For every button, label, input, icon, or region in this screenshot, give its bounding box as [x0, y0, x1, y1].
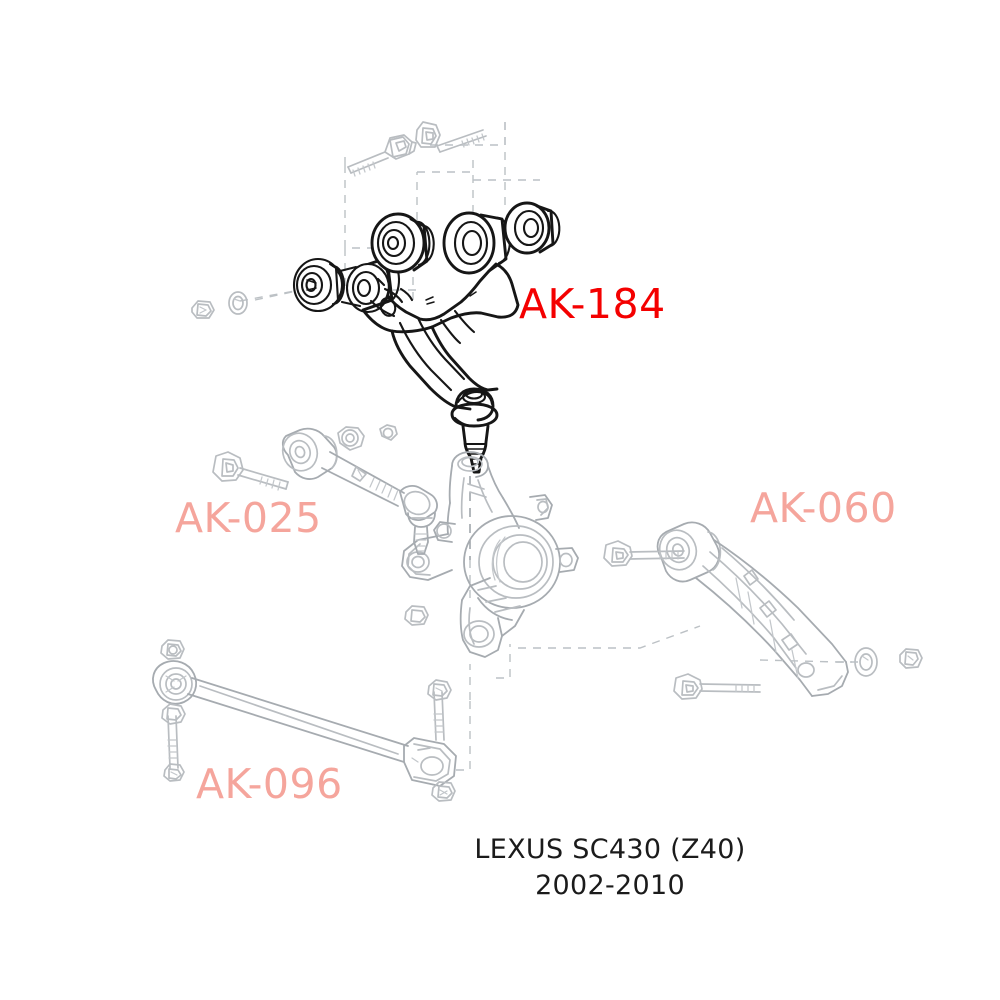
- steering-knuckle: [401, 451, 579, 658]
- upper-link-bolt: [212, 451, 289, 491]
- upper-arm-mounting-bolt-right: [415, 121, 487, 153]
- lower-control-arm: [656, 521, 849, 697]
- toe-rod-bolt-left: [161, 703, 186, 782]
- upper-arm-bushing-right: [442, 211, 511, 275]
- upper-arm-bushing-center: [370, 212, 435, 274]
- upper-arm-bushing-far-right: [503, 201, 561, 255]
- fastener-nut-upper-left-a: [191, 300, 215, 319]
- lower-arm-bolt-lower: [673, 673, 761, 700]
- lower-arm-right-fasteners: [854, 647, 923, 677]
- toe-rod-link: [152, 660, 457, 787]
- toe-rod-fasteners: [160, 605, 456, 802]
- upper-link-assembly: [281, 427, 438, 555]
- vehicle-year-line: 2002-2010: [535, 869, 685, 901]
- part-label-ak-184[interactable]: AK-184: [519, 280, 666, 328]
- vehicle-model-line: LEXUS SC430 (Z40): [474, 834, 746, 865]
- upper-control-arm: [361, 262, 520, 474]
- fastener-washer-upper-left-b: [228, 291, 248, 315]
- vehicle-model-text: LEXUS SC430 (Z40) 2002-2010: [410, 832, 810, 904]
- upper-arm-bushing-far-left: [292, 257, 346, 313]
- part-label-ak-096[interactable]: AK-096: [196, 760, 343, 808]
- part-label-ak-025[interactable]: AK-025: [175, 494, 322, 542]
- guide-knuckle-to-lower-arm: [518, 625, 858, 663]
- upper-arm-left-pivot-stub: [338, 265, 362, 308]
- toe-rod-bolt-right: [427, 679, 452, 741]
- upper-link-fasteners: [337, 424, 398, 451]
- lower-arm-bolt-upper: [603, 540, 685, 567]
- part-label-ak-060[interactable]: AK-060: [750, 484, 897, 532]
- upper-arm-mounting-bolt-left: [347, 134, 417, 177]
- guide-toe-rod: [456, 644, 511, 771]
